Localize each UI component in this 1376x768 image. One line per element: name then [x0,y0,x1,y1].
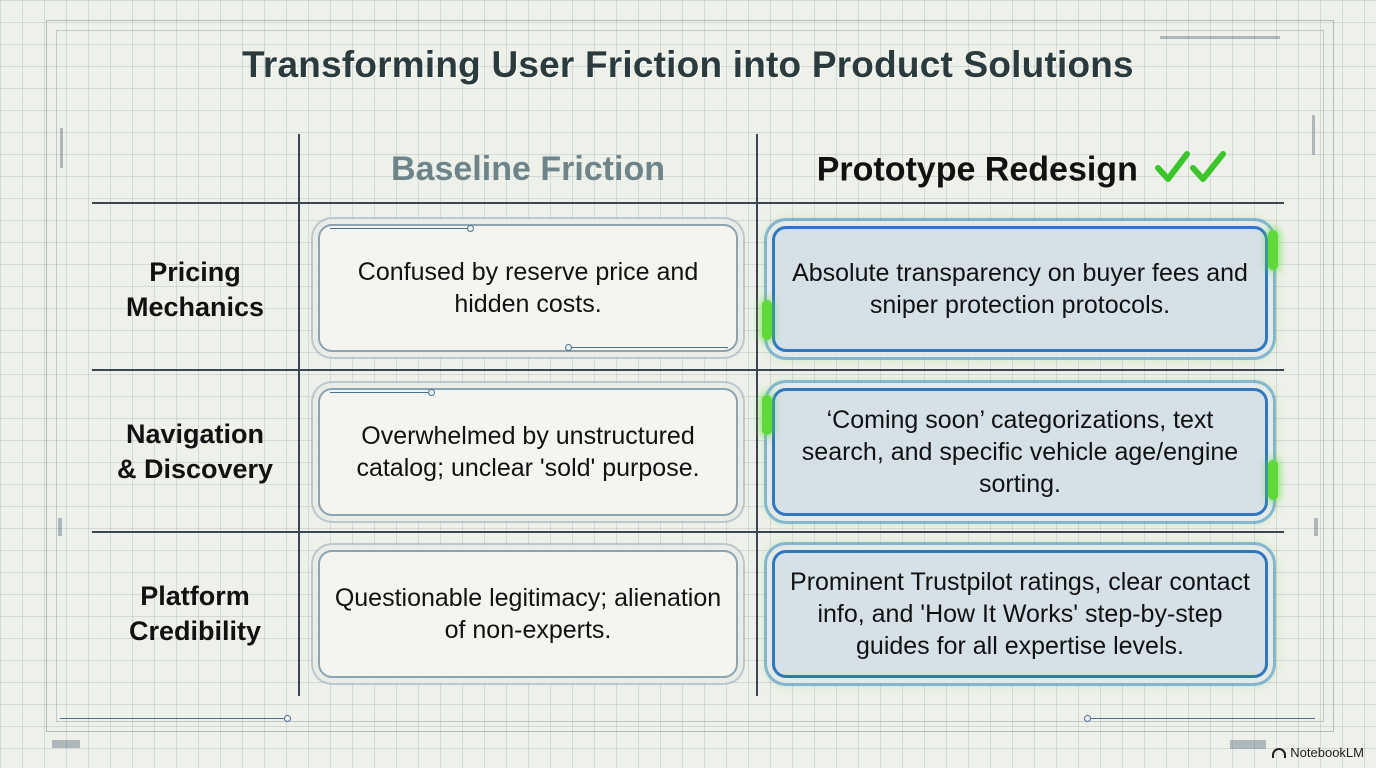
circuit-trace [568,347,728,348]
prototype-text: Prominent Trustpilot ratings, clear cont… [790,568,1250,660]
prototype-text: Absolute transparency on buyer fees and … [792,259,1248,319]
frame-tick [60,128,63,168]
column-header-baseline: Baseline Friction [300,150,756,189]
row-label-line: & Discovery [116,454,274,484]
circuit-node [565,344,572,351]
brand-label: NotebookLM [1290,745,1364,760]
baseline-cell-pricing: Confused by reserve price and hidden cos… [318,224,738,352]
page-title: Transforming User Friction into Product … [242,44,1134,85]
circuit-trace [60,718,285,719]
column-header-prototype-label: Prototype Redesign [816,150,1138,189]
barcode-mark [52,740,80,748]
baseline-text: Confused by reserve price and hidden cos… [357,258,699,318]
column-header-prototype: Prototype Redesign [758,150,1288,193]
glow-accent [762,395,772,435]
row-label-line: Credibility [128,616,262,646]
baseline-text: Questionable legitimacy; alienation of n… [334,584,722,644]
frame-tick [1160,36,1280,39]
row-label-line: Pricing [149,257,241,287]
row-label-line: Navigation [125,419,265,449]
inner-frame [56,30,1324,722]
frame-tick [1312,115,1315,155]
table-divider-horizontal [92,369,1284,371]
row-label-line: Mechanics [125,292,265,322]
row-label-credibility: Platform Credibility [92,579,298,649]
frame-tick [1314,518,1318,536]
circuit-node [284,715,291,722]
glow-accent [1268,230,1278,270]
row-label-pricing: Pricing Mechanics [92,255,298,325]
outer-frame [46,20,1334,732]
prototype-cell-pricing: Absolute transparency on buyer fees and … [772,226,1268,352]
notebooklm-logo-icon [1272,747,1287,758]
table-divider-vertical [298,134,300,696]
barcode-mark [1230,740,1266,749]
circuit-trace [1090,718,1315,719]
prototype-cell-navigation: ‘Coming soon’ categorizations, text sear… [772,388,1268,516]
circuit-node [428,389,435,396]
baseline-cell-navigation: Overwhelmed by unstructured catalog; unc… [318,388,738,516]
prototype-text: ‘Coming soon’ categorizations, text sear… [801,406,1239,498]
baseline-text: Overwhelmed by unstructured catalog; unc… [356,422,700,482]
row-label-navigation: Navigation & Discovery [92,417,298,487]
circuit-trace [330,228,470,229]
table-divider-horizontal [92,202,1284,204]
double-check-icon [1155,150,1229,193]
frame-tick [58,518,62,536]
glow-accent [1268,460,1278,500]
prototype-cell-credibility: Prominent Trustpilot ratings, clear cont… [772,550,1268,678]
baseline-cell-credibility: Questionable legitimacy; alienation of n… [318,550,738,678]
brand-watermark: NotebookLM [1272,745,1364,760]
circuit-node [1084,715,1091,722]
table-divider-vertical [756,134,758,696]
circuit-node [467,225,474,232]
table-divider-horizontal [92,531,1284,533]
row-label-line: Platform [140,581,250,611]
circuit-trace [330,392,430,393]
column-header-baseline-label: Baseline Friction [391,150,665,188]
glow-accent [762,300,772,340]
